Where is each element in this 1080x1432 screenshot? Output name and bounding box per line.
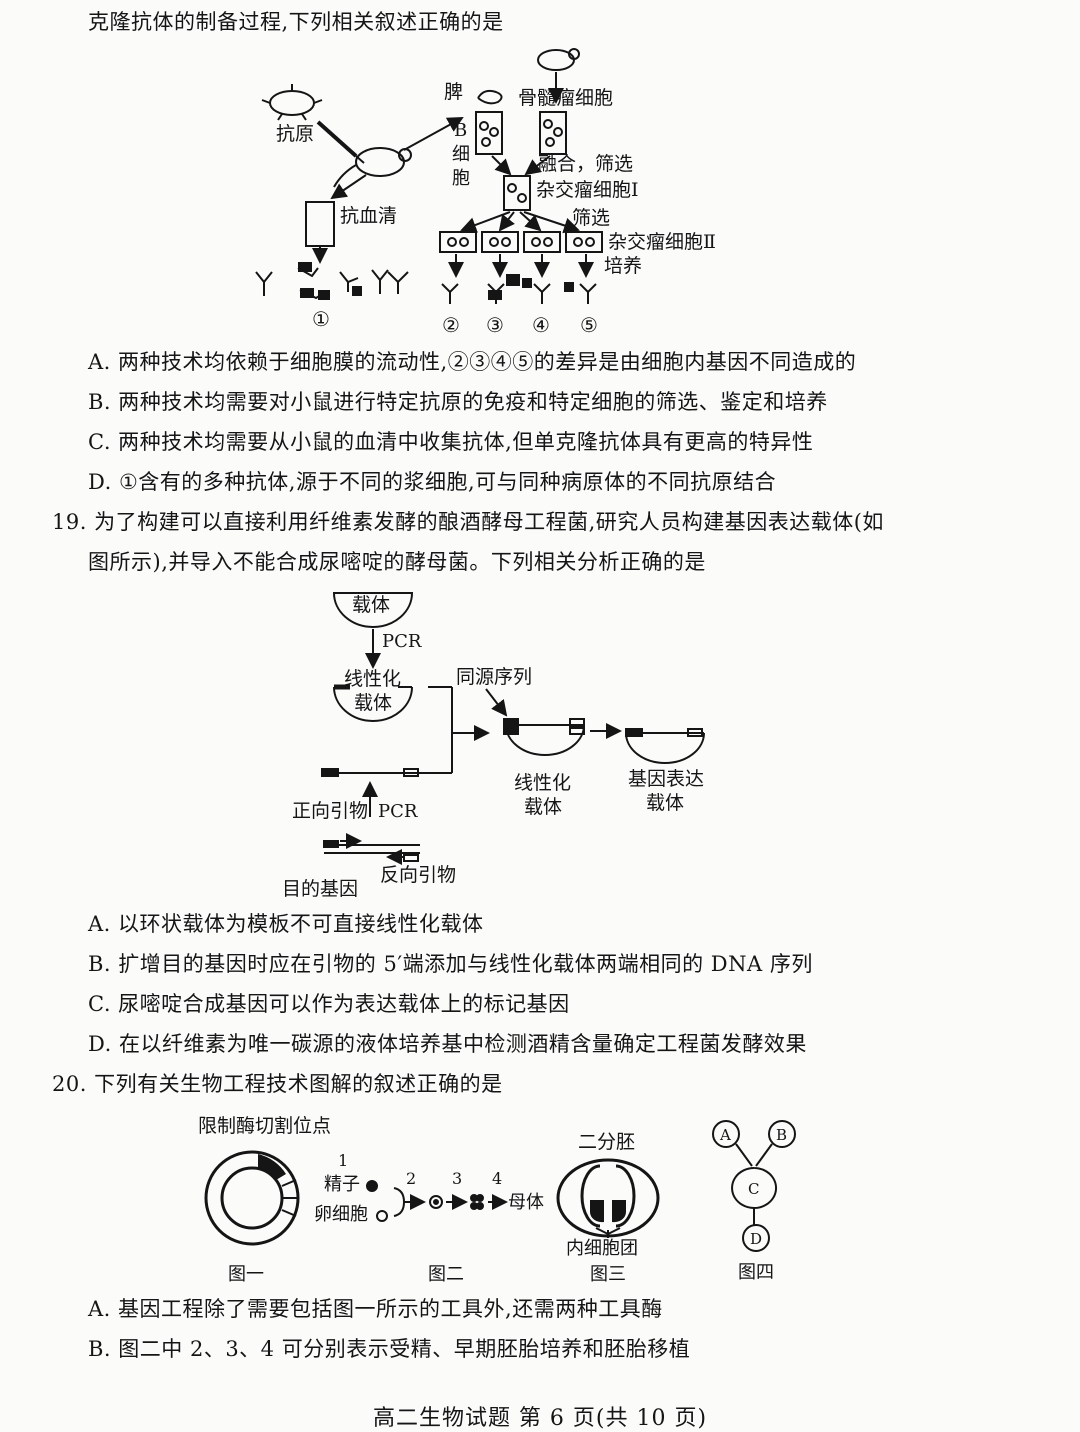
svg-text:C: C — [748, 1180, 759, 1198]
svg-text:胞: 胞 — [452, 168, 470, 189]
q19-option-b: B. 扩增目的基因时应在引物的 5′端添加与线性化载体两端相同的 DNA 序列 — [88, 952, 813, 976]
svg-text:3: 3 — [452, 1169, 462, 1188]
q20-stem: 20. 下列有关生物工程技术图解的叙述正确的是 — [52, 1072, 503, 1096]
monoclonal-antibody-diagram: 抗原 脾 骨髓瘤细胞 B 细 胞 融合，筛选 杂交瘤细胞Ⅰ 筛选 杂交瘤细胞Ⅱ … — [255, 48, 716, 337]
icm-label: 内细胞团 — [566, 1238, 638, 1259]
cell-c-icon — [731, 1167, 778, 1209]
pcr-label-2: PCR — [378, 801, 418, 822]
homologous-label: 同源序列 — [456, 666, 532, 688]
svg-text:2: 2 — [406, 1169, 416, 1188]
egg-label: 卵细胞 — [314, 1204, 368, 1225]
svg-text:载体: 载体 — [354, 692, 392, 714]
screen-label: 筛选 — [572, 207, 610, 229]
svg-text:B: B — [454, 120, 467, 141]
q18-option-a: A. 两种技术均依赖于细胞膜的流动性,②③④⑤的差异是由细胞内基因不同造成的 — [88, 350, 857, 374]
linear-vector-2-shape — [505, 724, 585, 756]
svg-text:基因表达: 基因表达 — [628, 768, 704, 790]
question-18-stem-tail: 克隆抗体的制备过程,下列相关叙述正确的是 — [88, 10, 504, 34]
vector-shape — [332, 592, 414, 628]
label-3: ③ — [486, 313, 504, 337]
label-1: ① — [312, 307, 330, 331]
syringe-icon — [316, 120, 358, 158]
fig4-caption: 图四 — [738, 1262, 774, 1283]
antiserum-label: 抗血清 — [340, 205, 397, 227]
linear-vector-shape — [333, 686, 413, 722]
spleen-label: 脾 — [444, 81, 463, 103]
two-embryo-label: 二分胚 — [578, 1131, 635, 1153]
sperm-icon — [366, 1180, 378, 1192]
fig2-caption: 图二 — [428, 1264, 464, 1285]
q20-option-a: A. 基因工程除了需要包括图一所示的工具外,还需两种工具酶 — [88, 1297, 663, 1321]
q19-option-a: A. 以环状载体为模板不可直接线性化载体 — [88, 912, 484, 936]
svg-text:4: 4 — [492, 1169, 502, 1188]
q19-stem-line1: 19. 为了构建可以直接利用纤维素发酵的酿酒酵母工程菌,研究人员构建基因表达载体… — [52, 510, 884, 534]
b-cell-tube-icon — [475, 111, 503, 155]
mouse-icon — [355, 147, 405, 177]
cell-b-icon — [768, 1120, 796, 1148]
q18-option-b: B. 两种技术均需要对小鼠进行特定抗原的免疫和特定细胞的筛选、鉴定和培养 — [88, 390, 828, 414]
svg-text:1: 1 — [338, 1151, 348, 1170]
svg-text:载体: 载体 — [646, 792, 684, 814]
svg-text:D: D — [750, 1230, 762, 1248]
vector-label: 载体 — [352, 594, 390, 616]
expression-vector-diagram: 载体 PCR 线性化 载体 同源序列 线性化 载体 基因表达 载体 正向引物 P… — [282, 592, 705, 900]
antigen-label: 抗原 — [276, 123, 314, 145]
bioengineering-diagrams: 限制酶切割位点 1 精子 卵细胞 2 3 4 母体 二分胚 内细胞团 A B C… — [198, 1115, 796, 1285]
svg-text:线性化: 线性化 — [514, 772, 571, 794]
hybridoma2-label: 杂交瘤细胞Ⅱ — [608, 231, 716, 253]
svg-text:B: B — [776, 1126, 787, 1144]
svg-text:线性化: 线性化 — [344, 668, 401, 690]
spleen-icon — [477, 89, 503, 105]
reverse-primer-label: 反向引物 — [380, 864, 456, 886]
cell-a-icon — [712, 1120, 740, 1148]
target-gene-label: 目的基因 — [282, 878, 358, 900]
culture-well-icon — [439, 231, 477, 253]
split-embryo-icon — [556, 1158, 660, 1238]
cut-site-label: 限制酶切割位点 — [198, 1115, 331, 1137]
forward-primer-label: 正向引物 — [292, 800, 368, 822]
label-2: ② — [442, 313, 460, 337]
q19-stem-line2: 图所示),并导入不能合成尿嘧啶的酵母菌。下列相关分析正确的是 — [88, 550, 706, 574]
expression-vector-shape — [625, 732, 705, 764]
q18-option-c: C. 两种技术均需要从小鼠的血清中收集抗体,但单克隆抗体具有更高的特异性 — [88, 430, 814, 454]
label-4: ④ — [532, 313, 550, 337]
antibody-icon — [255, 271, 273, 296]
sperm-label: 精子 — [324, 1174, 360, 1195]
pcr-label-1: PCR — [382, 631, 422, 652]
svg-text:载体: 载体 — [524, 796, 562, 818]
fusion-tube-icon — [503, 175, 531, 211]
label-5: ⑤ — [580, 313, 598, 337]
svg-text:A: A — [719, 1126, 731, 1144]
serum-tube-icon — [305, 201, 335, 247]
myeloma-label: 骨髓瘤细胞 — [518, 87, 613, 109]
myeloma-tube-icon — [539, 111, 567, 155]
q18-option-d: D. ①含有的多种抗体,源于不同的浆细胞,可与同种病原体的不同抗原结合 — [88, 470, 777, 494]
mother-label: 母体 — [508, 1192, 544, 1213]
q19-option-d: D. 在以纤维素为唯一碳源的液体培养基中检测酒精含量确定工程菌发酵效果 — [88, 1032, 807, 1056]
fig1-caption: 图一 — [228, 1264, 264, 1285]
q19-option-c: C. 尿嘧啶合成基因可以作为表达载体上的标记基因 — [88, 992, 570, 1016]
page-footer: 高二生物试题 第 6 页(共 10 页) — [372, 1406, 708, 1431]
cell-d-icon — [742, 1224, 770, 1252]
antigen-icon — [269, 90, 315, 116]
hybridoma1-label: 杂交瘤细胞Ⅰ — [536, 179, 639, 201]
culture-label: 培养 — [604, 255, 642, 277]
egg-icon — [376, 1210, 388, 1222]
fig3-caption: 图三 — [590, 1264, 626, 1285]
svg-text:细: 细 — [452, 144, 470, 165]
fusion-label: 融合，筛选 — [538, 153, 633, 175]
q20-option-b: B. 图二中 2、3、4 可分别表示受精、早期胚胎培养和胚胎移植 — [88, 1337, 691, 1361]
